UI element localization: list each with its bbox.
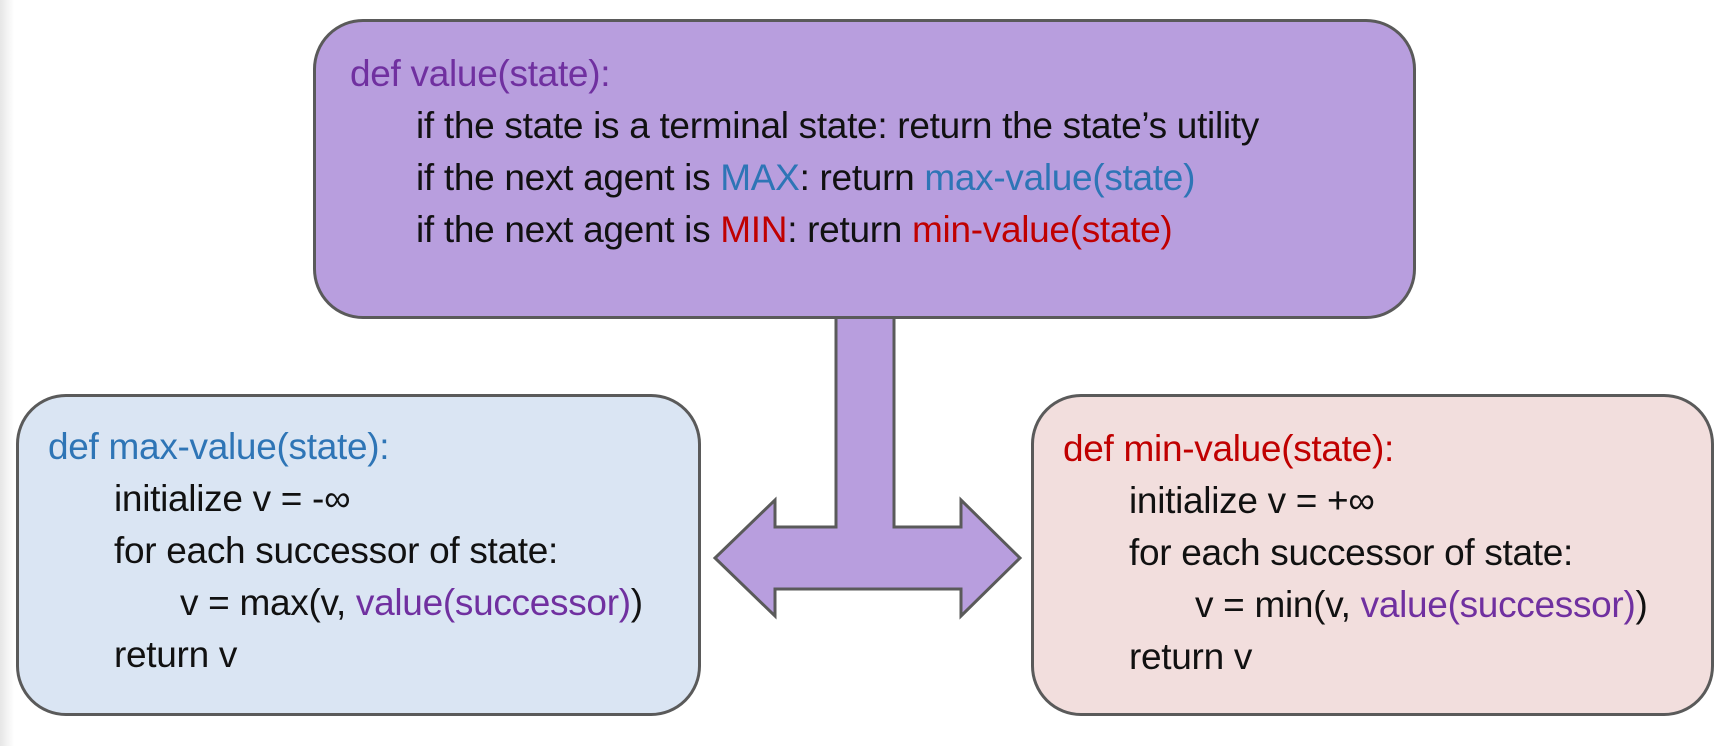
min-return-line: return v: [1129, 636, 1253, 677]
max-loop-line: for each successor of state:: [114, 530, 559, 571]
max-init-line: initialize v = -∞: [114, 478, 351, 519]
max-update-line: v = max(v, value(successor)): [48, 577, 643, 629]
max-agent-label: MAX: [720, 157, 800, 198]
left-edge-shadow: [0, 0, 14, 746]
max-value-code: def max-value(state): initialize v = -∞ …: [48, 421, 643, 681]
max-value-box: def max-value(state): initialize v = -∞ …: [16, 394, 701, 716]
min-update-line: v = min(v, value(successor)): [1063, 579, 1648, 631]
max-value-call: max-value(state): [924, 157, 1196, 198]
max-update-suffix: ): [630, 582, 643, 623]
max-value-successor-call: value(successor): [355, 582, 631, 623]
max-dispatch-return: : return: [799, 157, 925, 198]
max-return-line: return v: [114, 634, 238, 675]
min-update-suffix: ): [1635, 584, 1648, 625]
min-loop-line: for each successor of state:: [1129, 532, 1574, 573]
max-value-header: def max-value(state):: [48, 426, 390, 467]
max-update-prefix: v = max(v,: [180, 582, 356, 623]
terminal-check-line: if the state is a terminal state: return…: [416, 105, 1259, 146]
min-update-prefix: v = min(v,: [1195, 584, 1361, 625]
min-value-call: min-value(state): [912, 209, 1173, 250]
min-dispatch-line: if the next agent is MIN: return min-val…: [350, 204, 1259, 256]
min-value-box: def min-value(state): initialize v = +∞ …: [1031, 394, 1714, 716]
min-value-successor-call: value(successor): [1360, 584, 1636, 625]
value-function-code: def value(state): if the state is a term…: [350, 48, 1259, 256]
min-value-code: def min-value(state): initialize v = +∞ …: [1063, 423, 1648, 683]
min-agent-label: MIN: [720, 209, 788, 250]
value-function-box: def value(state): if the state is a term…: [313, 19, 1416, 319]
min-dispatch-prefix: if the next agent is: [416, 209, 721, 250]
value-function-header: def value(state):: [350, 53, 611, 94]
min-dispatch-return: : return: [787, 209, 912, 250]
min-init-line: initialize v = +∞: [1129, 480, 1375, 521]
max-dispatch-line: if the next agent is MAX: return max-val…: [350, 152, 1259, 204]
max-dispatch-prefix: if the next agent is: [416, 157, 721, 198]
min-value-header: def min-value(state):: [1063, 428, 1394, 469]
